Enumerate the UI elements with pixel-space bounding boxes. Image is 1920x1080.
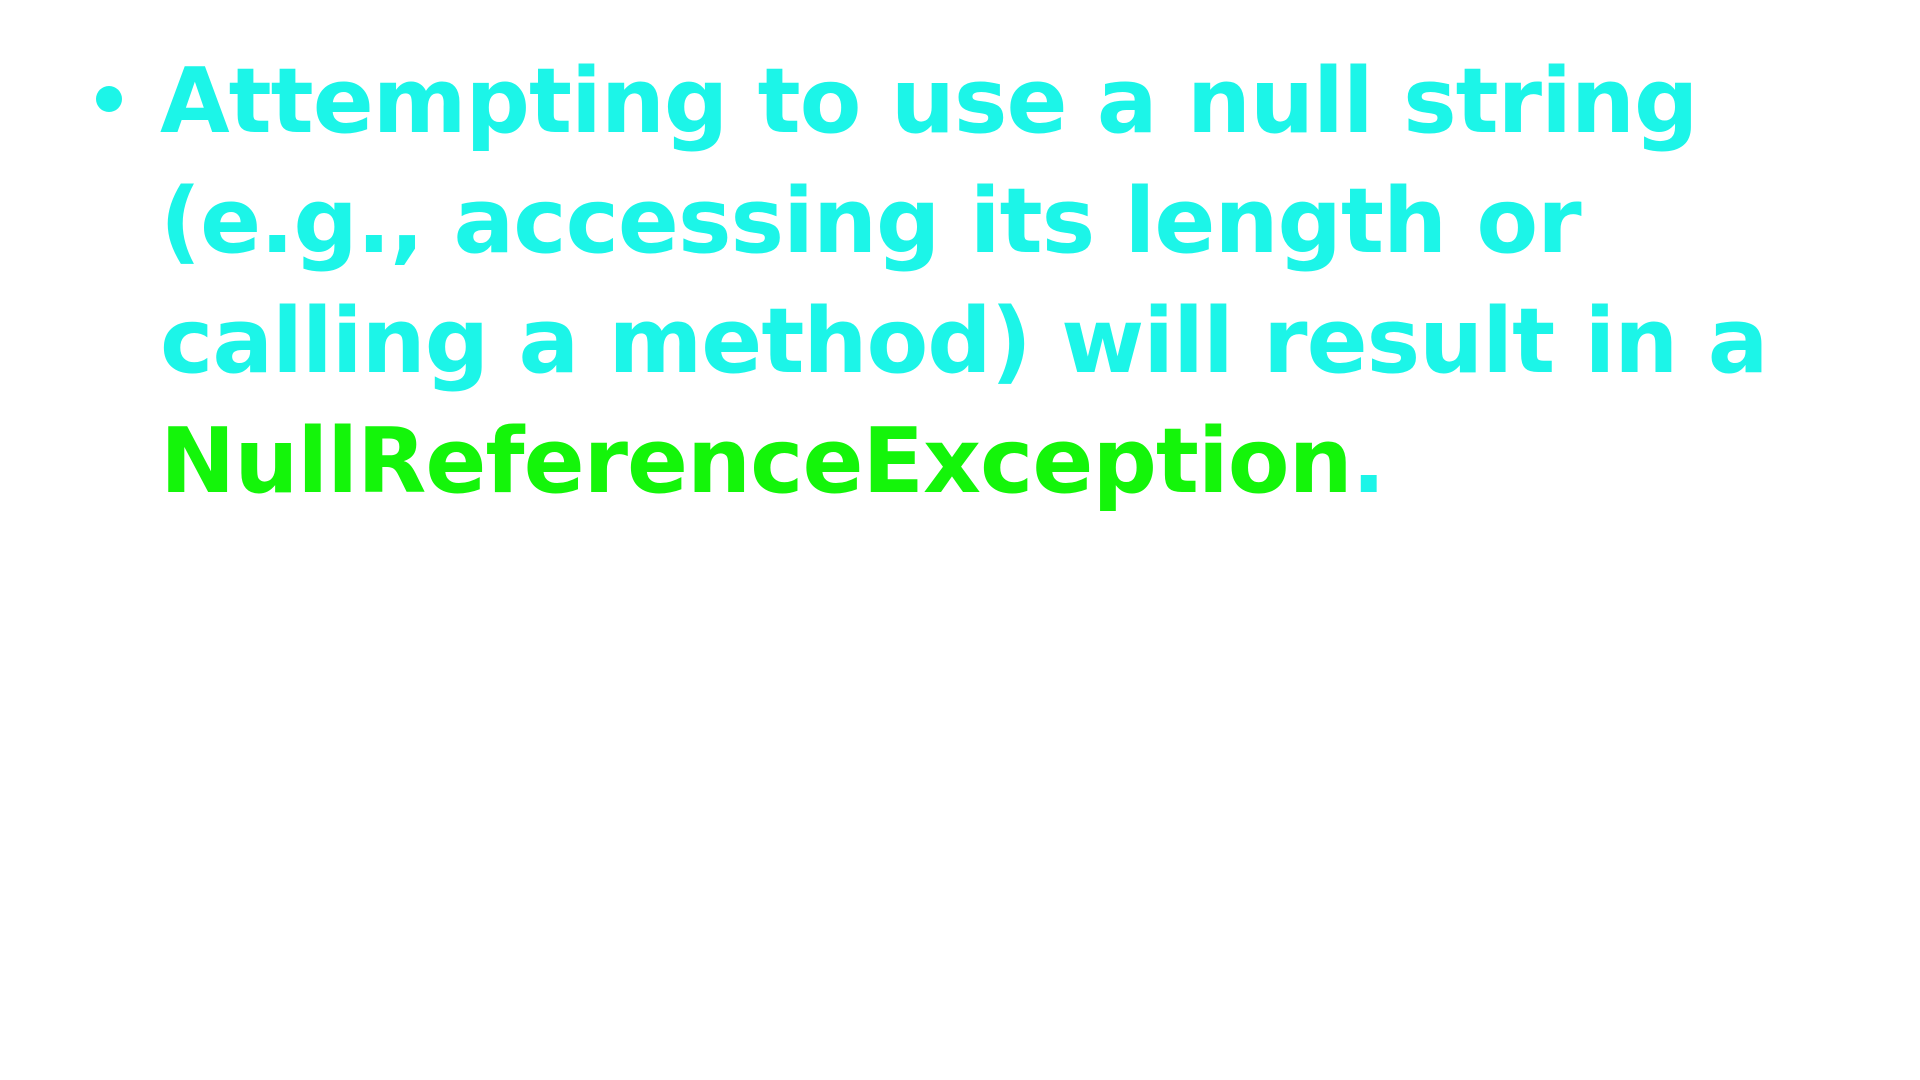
bullet-text-period: .	[1351, 409, 1386, 514]
bullet-text-main: Attempting to use a null string (e.g., a…	[160, 49, 1768, 394]
bullet-item: Attempting to use a null string (e.g., a…	[96, 42, 1830, 522]
exception-name: NullReferenceException	[160, 409, 1353, 514]
bullet-text: Attempting to use a null string (e.g., a…	[160, 42, 1830, 522]
bullet-dot-icon	[96, 86, 122, 112]
